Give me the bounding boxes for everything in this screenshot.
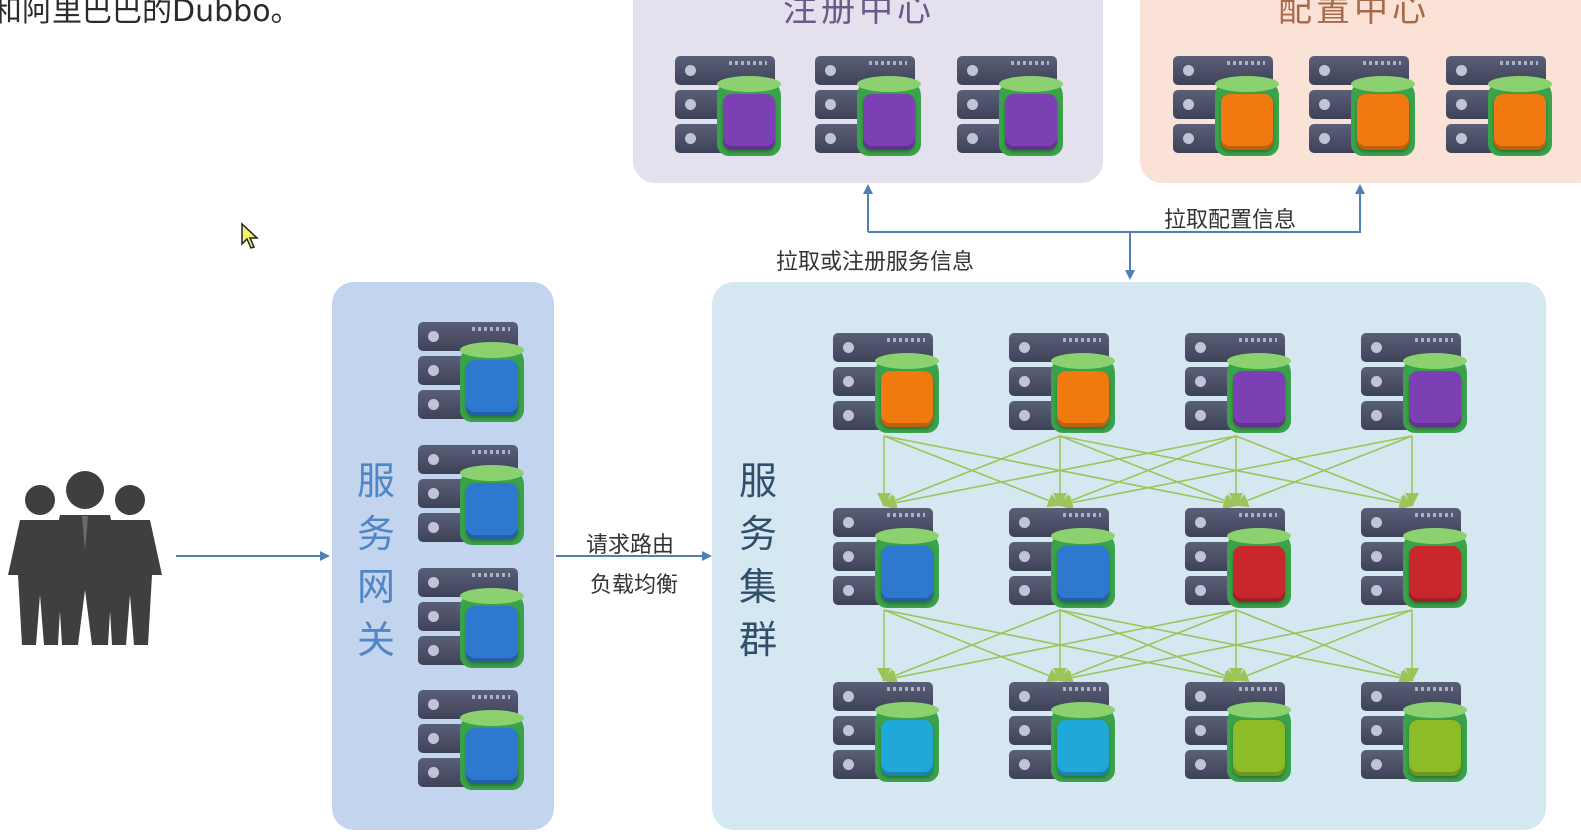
cluster-server-r1-c2 [1009,333,1117,437]
service-chip-red [1233,546,1285,602]
registry-server-2 [815,56,923,160]
service-cluster-title: 服务集群 [738,459,777,662]
service-chip-orange [1057,371,1109,427]
registry-center-title: 注册中心 [783,0,935,30]
cluster-server-r3-c2 [1009,682,1117,786]
service-chip-orange [881,371,933,427]
service-chip-blue [466,728,518,784]
service-chip-lime [1233,720,1285,776]
users-group-icon [8,471,162,645]
gateway-server-3 [418,568,526,672]
service-chip-lime [1409,720,1461,776]
service-chip-blue [466,606,518,662]
service-chip-purple [1005,94,1057,150]
cluster-server-r2-c4 [1361,508,1469,612]
cluster-server-r3-c3 [1185,682,1293,786]
cluster-server-r1-c1 [833,333,941,437]
service-chip-cyan [1057,720,1109,776]
service-gateway-title: 服务网关 [356,459,395,662]
cluster-server-r1-c4 [1361,333,1469,437]
service-chip-blue [466,360,518,416]
cluster-server-r3-c4 [1361,682,1469,786]
register-discover-label: 拉取或注册服务信息 [776,250,975,275]
service-chip-blue [1057,546,1109,602]
config-center-title: 配置中心 [1278,0,1430,30]
cluster-server-r2-c2 [1009,508,1117,612]
service-chip-orange [1494,94,1546,150]
registry-server-1 [675,56,783,160]
cluster-server-r1-c3 [1185,333,1293,437]
load-balancing-label: 负载均衡 [590,573,679,598]
service-chip-blue [881,546,933,602]
gateway-server-1 [418,322,526,426]
service-chip-blue [466,483,518,539]
service-chip-purple [863,94,915,150]
cluster-server-r2-c3 [1185,508,1293,612]
page-caption: 和阿里巴巴的Dubbo。 [0,0,301,29]
service-chip-purple [1233,371,1285,427]
config-server-2 [1309,56,1417,160]
gateway-server-2 [418,445,526,549]
pull-config-label: 拉取配置信息 [1164,208,1297,233]
gateway-server-4 [418,690,526,794]
config-server-1 [1173,56,1281,160]
service-chip-purple [1409,371,1461,427]
mouse-pointer-icon [241,222,259,249]
registry-server-3 [957,56,1065,160]
request-routing-label: 请求路由 [586,533,675,558]
service-chip-orange [1221,94,1273,150]
config-server-3 [1446,56,1554,160]
service-chip-cyan [881,720,933,776]
service-chip-purple [723,94,775,150]
service-chip-red [1409,546,1461,602]
cluster-server-r3-c1 [833,682,941,786]
service-chip-orange [1357,94,1409,150]
cluster-server-r2-c1 [833,508,941,612]
